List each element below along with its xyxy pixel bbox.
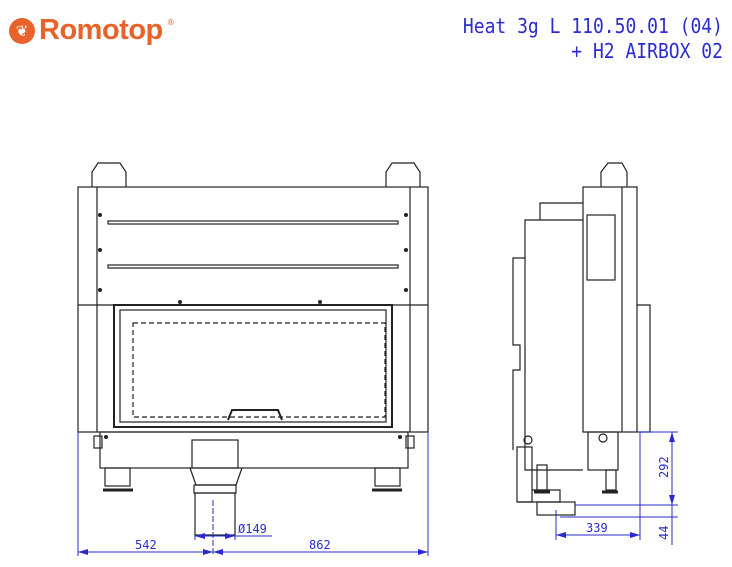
dim-flue-depth: 339 xyxy=(586,521,608,535)
dim-foot-height: 44 xyxy=(657,526,671,540)
flue-pipe xyxy=(194,492,236,536)
glass-area xyxy=(132,322,386,418)
top-panel-slot-1 xyxy=(107,220,399,225)
dimension-lines xyxy=(77,431,678,556)
model-title: Heat 3g L 110.50.01 (04) + H2 AIRBOX 02 xyxy=(463,14,723,64)
dim-right-width: 862 xyxy=(309,538,331,552)
airbox-base xyxy=(99,431,409,469)
door-frame xyxy=(113,304,393,428)
model-title-line2: + H2 AIRBOX 02 xyxy=(571,39,723,63)
model-title-line1: Heat 3g L 110.50.01 (04) xyxy=(462,14,723,38)
dim-base-height: 292 xyxy=(657,456,671,478)
side-main-body xyxy=(582,186,638,433)
dim-left-offset: 542 xyxy=(135,538,157,552)
front-view xyxy=(77,162,429,536)
door-handle xyxy=(227,409,283,421)
flame-icon: ❦ xyxy=(9,17,35,44)
registered-mark: ® xyxy=(166,18,175,27)
top-panel-slot-2 xyxy=(107,264,399,269)
lifting-handle-left xyxy=(91,162,127,187)
flue-box xyxy=(191,439,239,469)
romotop-logo: ❦ Romotop® xyxy=(9,14,175,47)
brand-name: Romotop xyxy=(39,14,163,46)
lifting-handle-right xyxy=(385,162,421,187)
dim-flue-diameter: Ø149 xyxy=(238,522,267,536)
side-view xyxy=(512,162,651,516)
side-lifting-handle xyxy=(600,162,628,187)
